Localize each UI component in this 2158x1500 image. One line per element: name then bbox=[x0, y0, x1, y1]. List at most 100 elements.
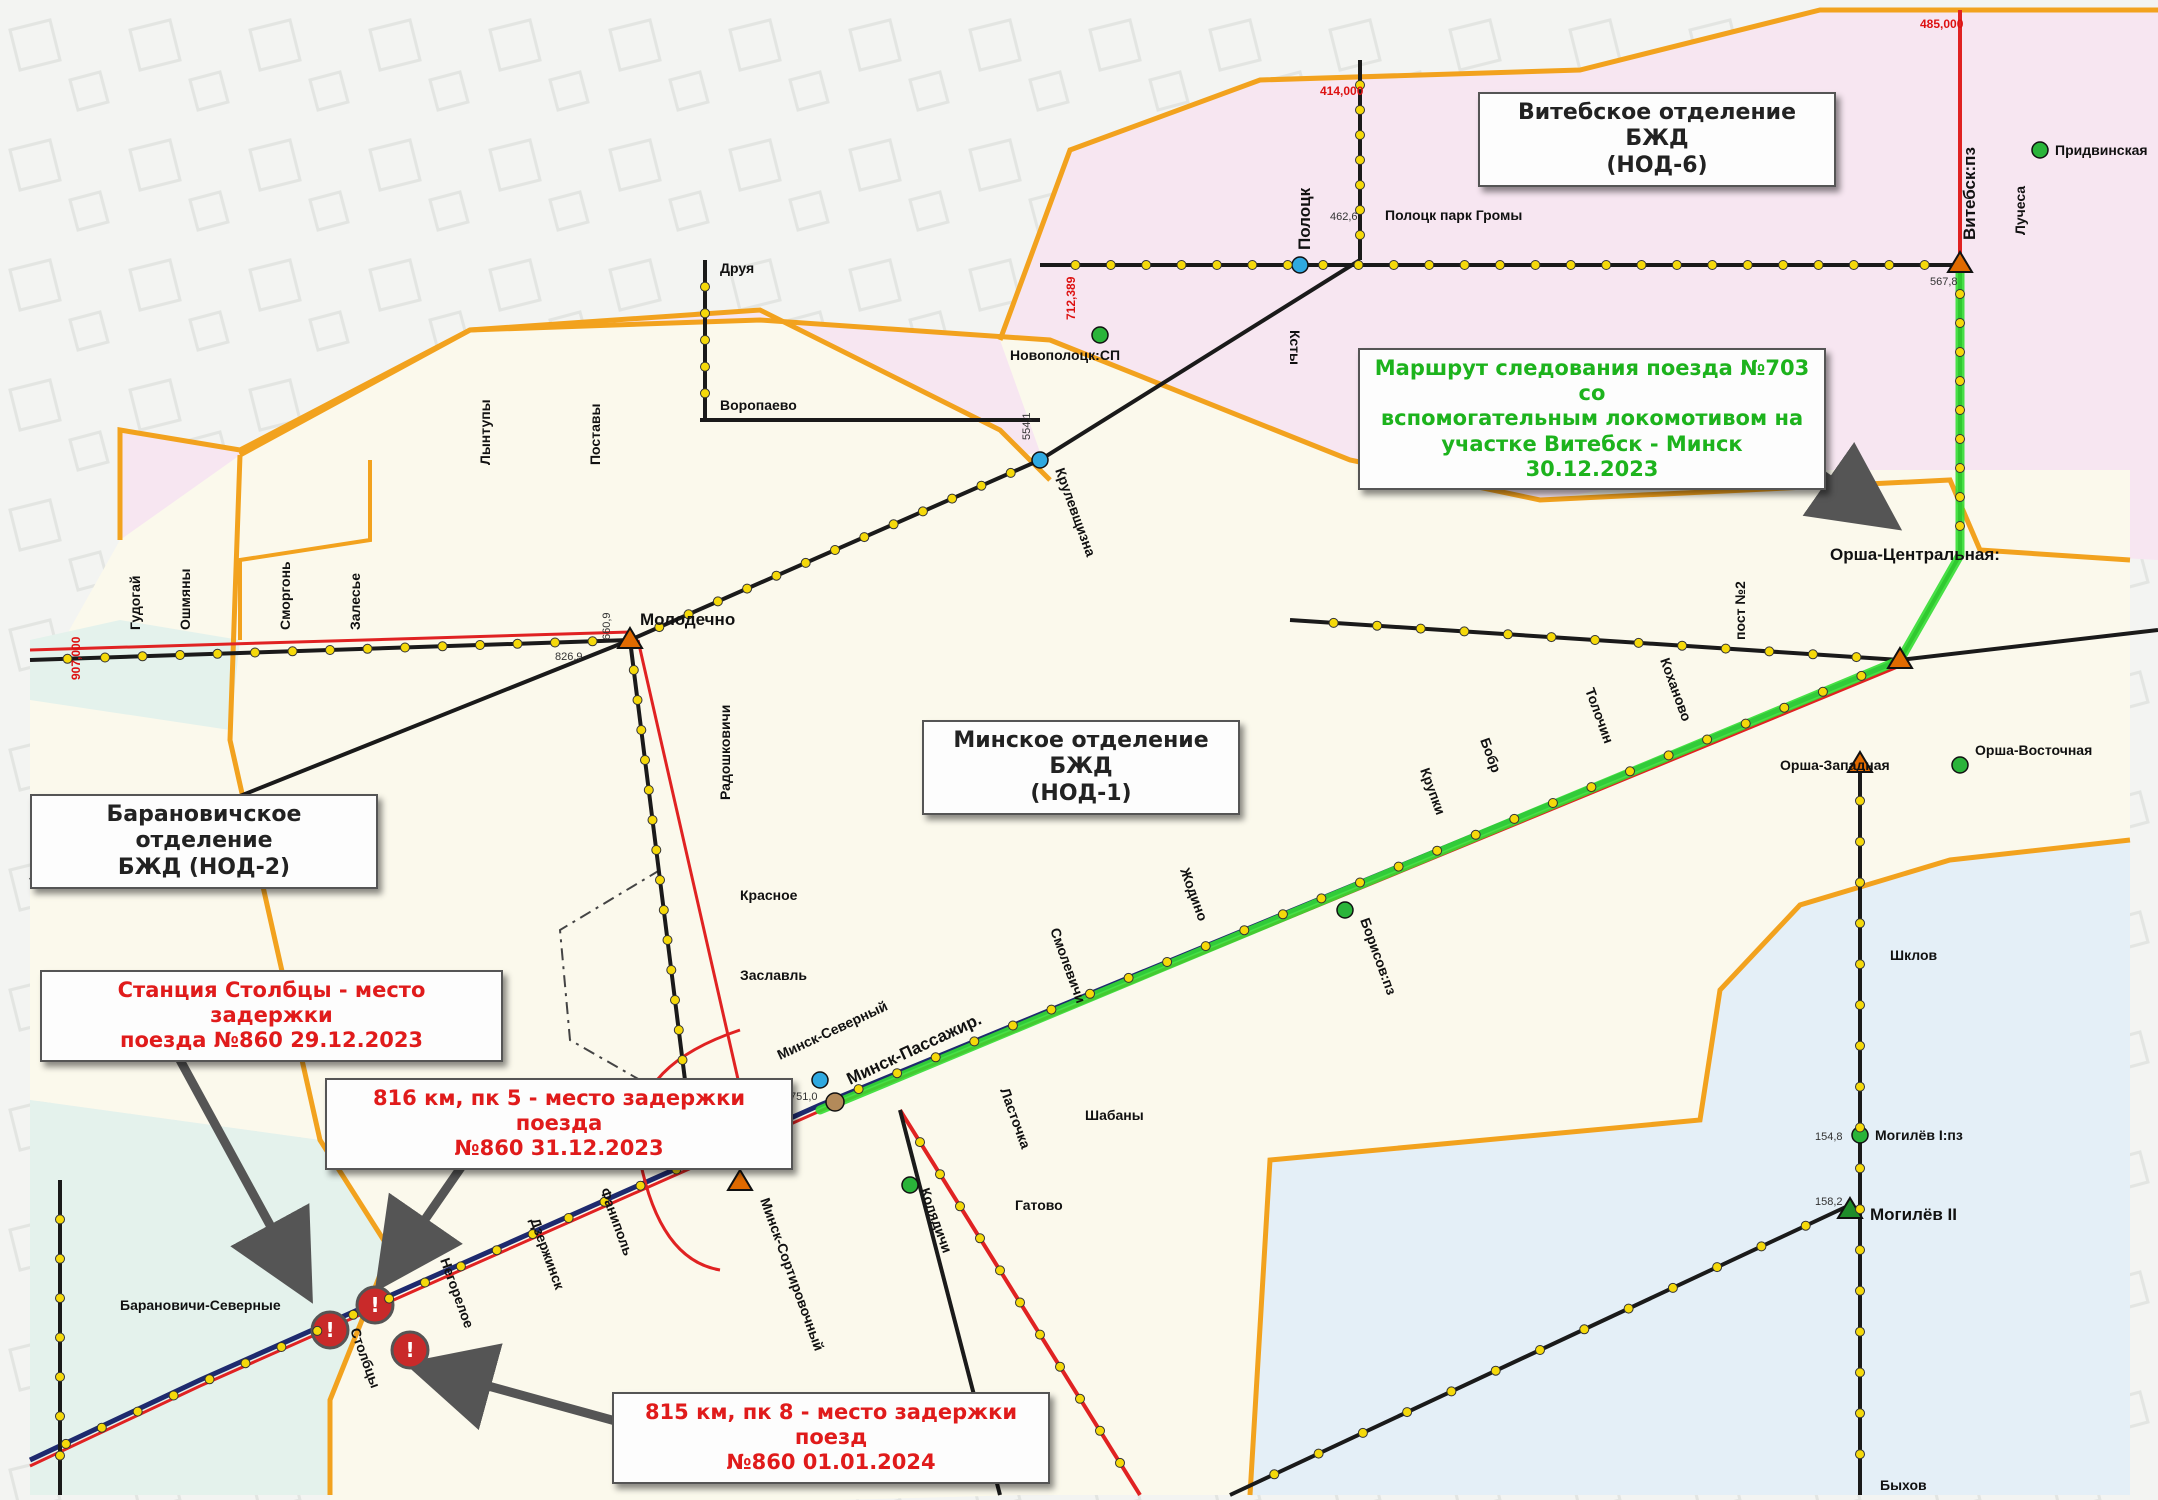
polotsk-north-stop-1 bbox=[1355, 80, 1365, 90]
baranovichi-north-stop-3 bbox=[55, 1293, 65, 1304]
minsk-south-stop-4 bbox=[975, 1233, 985, 1244]
division-baranovichi-line1: Барановичское отделение bbox=[106, 802, 302, 854]
orsha-minsk-stop-26 bbox=[892, 1068, 903, 1079]
molodechno-minsk-stop-4 bbox=[640, 755, 650, 765]
molodechno-krulevshchizna-stop-1 bbox=[654, 622, 665, 633]
gudogai-molodechno-stop-7 bbox=[287, 646, 298, 657]
division-minsk-line2: (НОД-1) bbox=[1030, 780, 1132, 806]
orsha-krichev-stop-11 bbox=[1415, 623, 1426, 634]
baranovichi-north-stop-1 bbox=[55, 1214, 65, 1225]
arrow-stolbtsy bbox=[176, 1057, 313, 1304]
polotsk-vitebsk-stop-1 bbox=[1070, 260, 1081, 270]
baranovichi-north-stop-7 bbox=[55, 1450, 65, 1461]
station-novopolotsk-marker[interactable] bbox=[1091, 326, 1109, 344]
division-baranovichi-title: Барановичское отделение БЖД (НОД-2) bbox=[30, 794, 378, 890]
major-stations bbox=[616, 141, 2049, 1219]
polotsk-vitebsk-stop-18 bbox=[1671, 260, 1682, 270]
molodechno-minsk-stop-2 bbox=[632, 695, 643, 705]
station-pridvinskaya-marker[interactable] bbox=[2031, 141, 2049, 159]
mogilev-south-stop-12 bbox=[1313, 1448, 1324, 1459]
callout-route-703: Маршрут следования поезда №703 со вспомо… bbox=[1358, 348, 1826, 490]
station-vitebsk-marker[interactable] bbox=[1946, 250, 1974, 273]
label-gromy: Полоцк парк Громы bbox=[1385, 207, 1522, 223]
orsha-minsk-stop-25 bbox=[930, 1052, 941, 1063]
km-462: 462,6 bbox=[1330, 211, 1358, 223]
station-borisov-marker[interactable] bbox=[1336, 901, 1354, 919]
minsk-west-stop-5 bbox=[635, 1180, 646, 1191]
minsk-west-stop-8 bbox=[527, 1229, 538, 1240]
polotsk-vitebsk-stop-13 bbox=[1495, 260, 1505, 270]
orsha-mogilev-stop-10 bbox=[1855, 1163, 1865, 1174]
orsha-krichev-stop-10 bbox=[1459, 626, 1470, 637]
orsha-minsk-stop-4 bbox=[1740, 718, 1751, 729]
molodechno-krulevshchizna-stop-4 bbox=[742, 583, 753, 594]
label-gudogai: Гудогай bbox=[127, 575, 143, 630]
orsha-minsk-stop-24 bbox=[969, 1036, 980, 1047]
orsha-mogilev-stop-16 bbox=[1855, 1408, 1865, 1419]
station-colyadichi-marker[interactable] bbox=[901, 1176, 919, 1194]
minsk-south-stop-5 bbox=[995, 1265, 1005, 1276]
orsha-minsk-stop-17 bbox=[1239, 925, 1250, 936]
label-mogilev1: Могилёв I:пз bbox=[1875, 1127, 1963, 1143]
gudogai-molodechno-stop-9 bbox=[362, 643, 373, 654]
molodechno-krulevshchizna-stop-12 bbox=[976, 480, 987, 491]
label-vitebsk: Витебск:пз bbox=[1960, 147, 1979, 240]
callout-route-line2: вспомогательным локомотивом на bbox=[1380, 406, 1804, 431]
vitebsk-orsha-stop-5 bbox=[1955, 405, 1965, 415]
label-novopolotsk: Новополоцк:СП bbox=[1010, 347, 1120, 363]
mogilev-south-stop-3 bbox=[1712, 1262, 1723, 1273]
minsk-baranovichi-border bbox=[227, 454, 393, 1495]
polotsk-vitebsk-stop-16 bbox=[1601, 260, 1612, 270]
orsha-minsk-stop-19 bbox=[1162, 957, 1173, 967]
station-minsk-sort-marker[interactable] bbox=[726, 1168, 754, 1191]
gudogai-molodechno-stop-11 bbox=[437, 641, 448, 652]
label-baranovichi-sev: Барановичи-Северные bbox=[120, 1297, 281, 1313]
voropaevo-druya-stop-5 bbox=[700, 281, 710, 292]
station-polotsk-marker[interactable] bbox=[1291, 256, 1309, 274]
polotsk-north-stop-3 bbox=[1355, 130, 1365, 140]
km-554: 554,1 bbox=[1021, 412, 1033, 440]
orsha-minsk-stop-7 bbox=[1625, 766, 1635, 777]
orsha-krichev-stop-13 bbox=[1328, 617, 1339, 628]
station-molodechno-marker[interactable] bbox=[616, 626, 644, 649]
label-oshmyany: Ошмяны bbox=[177, 569, 193, 631]
polotsk-vitebsk-stop-17 bbox=[1636, 260, 1647, 270]
vitebsk-orsha-stop-7 bbox=[1955, 463, 1965, 473]
minsk-south-stop-11 bbox=[1115, 1457, 1125, 1468]
station-orsha-v-marker[interactable] bbox=[1951, 756, 1969, 774]
minsk-west-stop-15 bbox=[276, 1342, 287, 1352]
vitebsk-orsha-stop-2 bbox=[1955, 318, 1965, 328]
minsk-south-stop-6 bbox=[1015, 1297, 1025, 1308]
molodechno-krulevshchizna-stop-13 bbox=[1005, 467, 1016, 478]
polotsk-north-stop-7 bbox=[1355, 230, 1365, 240]
molodechno-krulevshchizna-stop-10 bbox=[917, 506, 928, 517]
division-vitebsk-line2: (НОД-6) bbox=[1606, 152, 1708, 178]
minsk-west-stop-19 bbox=[132, 1406, 143, 1417]
orsha-mogilev-stop-17 bbox=[1855, 1449, 1865, 1460]
polotsk-vitebsk-stop-12 bbox=[1459, 260, 1470, 270]
polotsk-vitebsk-stop-14 bbox=[1530, 260, 1541, 270]
mogilev-south-stop-7 bbox=[1535, 1345, 1545, 1355]
minsk-west-stop-13 bbox=[348, 1309, 359, 1320]
molodechno-minsk-stop-11 bbox=[666, 965, 677, 975]
baranovichi-north-stop-5 bbox=[55, 1371, 65, 1382]
gudogai-molodechno-stop-3 bbox=[137, 651, 148, 662]
molodechno-krulevshchizna-stop-5 bbox=[771, 570, 782, 581]
gudogai-molodechno-stop-15 bbox=[587, 636, 598, 647]
minsk-south-stop-10 bbox=[1095, 1425, 1105, 1436]
minsk-south-stop-8 bbox=[1055, 1361, 1065, 1372]
minsk-zone bbox=[30, 320, 2130, 1500]
orsha-minsk-stop-23 bbox=[1007, 1020, 1018, 1031]
label-zalesye: Залесье bbox=[347, 573, 363, 630]
orsha-minsk-stop-16 bbox=[1277, 909, 1288, 920]
division-minsk-title: Минское отделение БЖД (НОД-1) bbox=[922, 720, 1240, 816]
station-minsk-sev-marker[interactable] bbox=[811, 1071, 829, 1089]
km-414: 414,000 bbox=[1320, 84, 1364, 98]
station-orsha-z-marker[interactable] bbox=[1846, 750, 1874, 773]
label-polotsk: Полоцк bbox=[1295, 187, 1314, 250]
station-orsha-marker[interactable] bbox=[1886, 646, 1914, 669]
voropaevo-druya-stop-1 bbox=[700, 388, 710, 399]
station-minsk-pass-marker[interactable] bbox=[825, 1092, 845, 1112]
km-567: 567,8 bbox=[1930, 276, 1958, 288]
station-krulevshchizna-marker[interactable] bbox=[1031, 451, 1049, 469]
